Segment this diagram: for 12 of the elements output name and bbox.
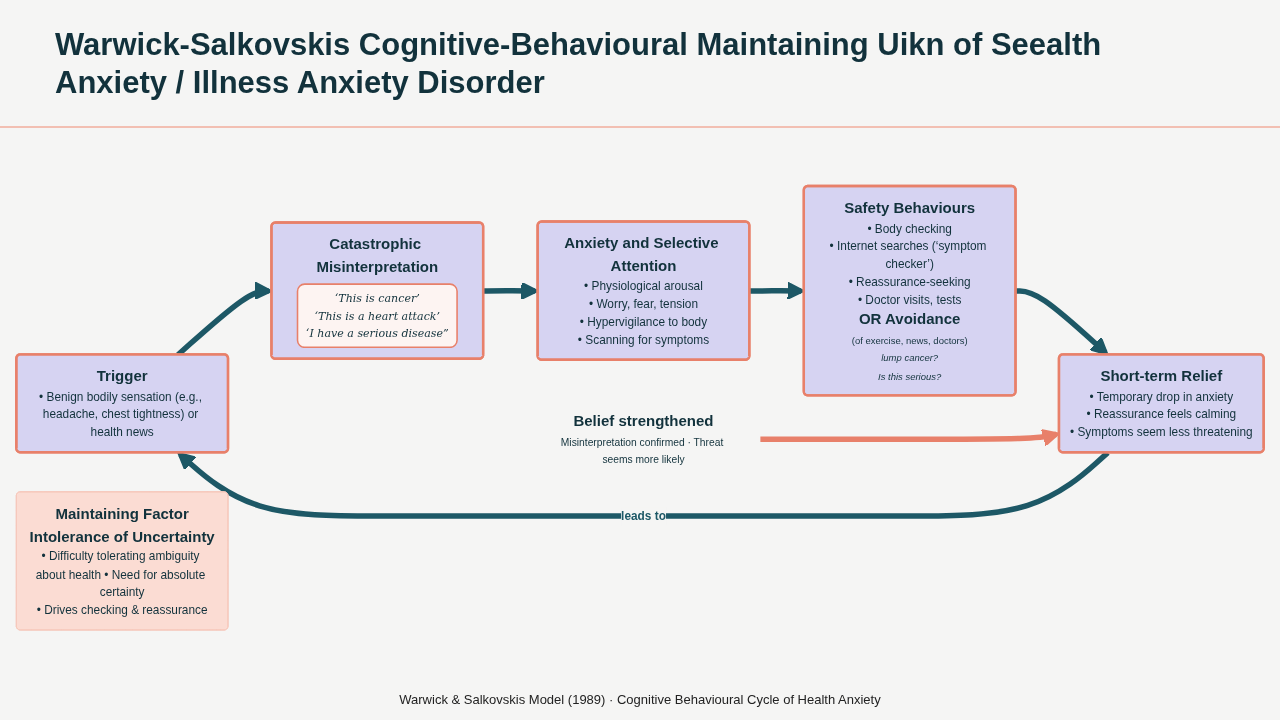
process-box: Anxiety and Selective Attention • Physiological arousal • Worry, fear, tension • Hypervigilance to body • Scanning for symptoms <box>536 220 751 361</box>
process-box: Trigger • Benign bodily sensation (e.g., headache, chest tightness) or health news <box>15 353 230 454</box>
node-label: Catastrophic Misinterpretation <box>316 235 439 276</box>
arrow <box>760 428 1061 447</box>
caption: Warwick & Salkovskis Model (1989) · Cognitive Behavioural Cycle of Health Anxiety <box>399 692 881 707</box>
process-box: Short-term Relief • Temporary drop in anxiety • Reassurance feels calming • Symptoms seem less threatening <box>1057 353 1265 454</box>
factor-box: Maintaining Factor Intolerance of Uncertainty • Difficulty tolerating ambiguity about health • Need for absolute certainty • Drives checking & reassurance <box>15 491 229 631</box>
diagram-title: Warwick-Salkovskis Cognitive-Behavioural Maintaining Uikn of Seealth Anxiety / Illness Anxiety Disorder <box>55 26 1103 102</box>
note-text: Belief strengthened Misinterpretation confirmed · Threat seems more likely <box>560 412 724 466</box>
process-box: Safety Behaviours • Body checking • Internet searches (‘symptom checker’) • Reassurance-seeking • Doctor visits, tests OR Avoidance (of exercise, news, doctors) lump cancer? Is this serious? <box>802 184 1017 397</box>
process-box: Catastrophic Misinterpretation ‘This is cancer’ ‘This is a heart attack’ ‘I have a serious disease” <box>270 221 485 360</box>
quote-box: ‘This is cancer’ ‘This is a heart attack’ ‘I have a serious disease” <box>296 283 459 348</box>
